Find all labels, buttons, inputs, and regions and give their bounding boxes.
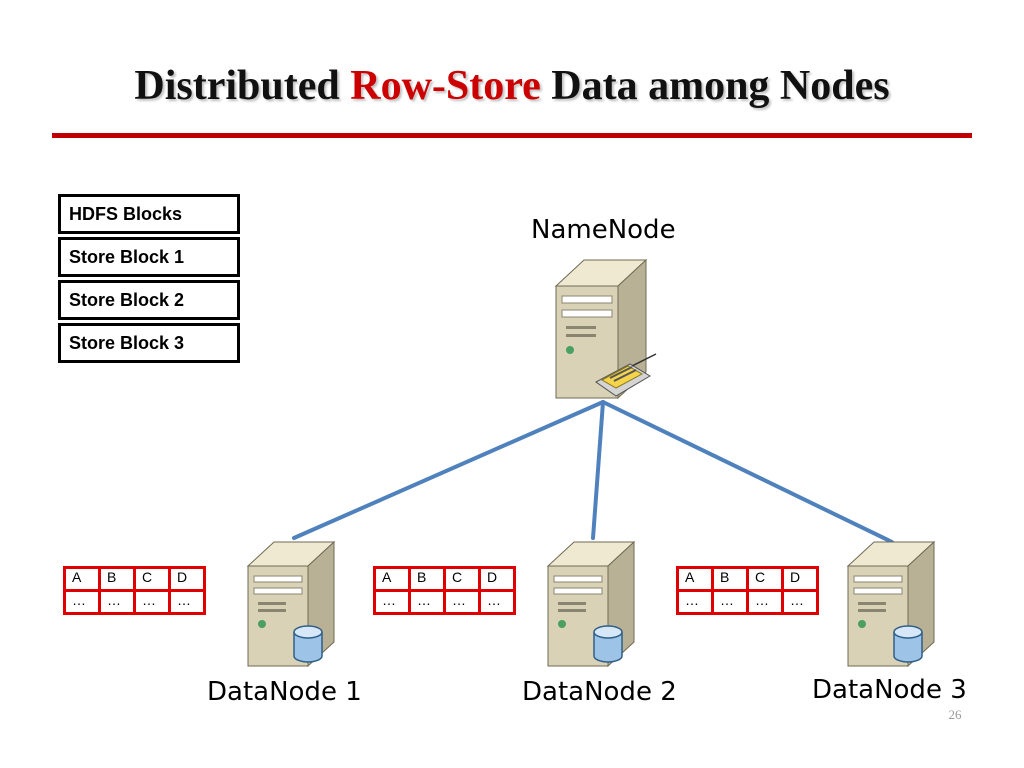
- title-suffix: Data among Nodes: [540, 63, 890, 109]
- table-cell: …: [133, 589, 171, 615]
- database-icon: [293, 625, 323, 663]
- table-cell: …: [443, 589, 481, 615]
- database-icon: [593, 625, 623, 663]
- table-header-cell: A: [676, 566, 714, 592]
- table-header-cell: B: [98, 566, 136, 592]
- table-cell: …: [408, 589, 446, 615]
- table-cell: …: [98, 589, 136, 615]
- table-cell: …: [781, 589, 819, 615]
- datanode-3-label: DataNode 3: [812, 675, 967, 705]
- datanode-1-row-table: A B C D … … … …: [63, 566, 206, 615]
- namenode-server-icon: [554, 258, 657, 400]
- table-cell: …: [168, 589, 206, 615]
- table-cell: …: [373, 589, 411, 615]
- link-namenode-datanode-2: [591, 400, 605, 540]
- table-row: … … … …: [373, 589, 516, 615]
- table-header-cell: D: [168, 566, 206, 592]
- table-header-cell: A: [63, 566, 101, 592]
- database-icon: [893, 625, 923, 663]
- table-cell: …: [63, 589, 101, 615]
- table-row: … … … …: [63, 589, 206, 615]
- table-header-row: A B C D: [63, 566, 206, 592]
- legend-item-store-block-2: Store Block 2: [58, 280, 240, 320]
- datanode-1-server-icon: [246, 540, 336, 668]
- scanner-icon: [595, 353, 657, 397]
- table-cell: …: [478, 589, 516, 615]
- table-header-cell: C: [746, 566, 784, 592]
- legend-item-store-block-1: Store Block 1: [58, 237, 240, 277]
- link-namenode-datanode-1: [292, 400, 605, 540]
- legend-item-hdfs-blocks: HDFS Blocks: [58, 194, 240, 234]
- table-header-row: A B C D: [676, 566, 819, 592]
- table-header-cell: C: [133, 566, 171, 592]
- title-highlight: Row-Store: [350, 63, 541, 109]
- hdfs-blocks-legend: HDFS Blocks Store Block 1 Store Block 2 …: [58, 194, 240, 366]
- page-number: 26: [948, 707, 962, 722]
- datanode-3-server-icon: [846, 540, 936, 668]
- title-prefix: Distributed: [134, 63, 351, 109]
- datanode-2-row-table: A B C D … … … …: [373, 566, 516, 615]
- table-header-cell: C: [443, 566, 481, 592]
- datanode-1-label: DataNode 1: [207, 677, 362, 707]
- table-header-cell: A: [373, 566, 411, 592]
- table-row: … … … …: [676, 589, 819, 615]
- legend-item-store-block-3: Store Block 3: [58, 323, 240, 363]
- table-header-cell: B: [408, 566, 446, 592]
- table-header-row: A B C D: [373, 566, 516, 592]
- table-cell: …: [746, 589, 784, 615]
- table-header-cell: B: [711, 566, 749, 592]
- link-namenode-datanode-3: [601, 400, 894, 544]
- slide-title: Distributed Row-Store Data among Nodes: [0, 62, 1024, 110]
- title-divider: [52, 133, 972, 138]
- table-header-cell: D: [781, 566, 819, 592]
- table-header-cell: D: [478, 566, 516, 592]
- datanode-2-label: DataNode 2: [522, 677, 677, 707]
- table-cell: …: [711, 589, 749, 615]
- namenode-label: NameNode: [531, 215, 676, 245]
- datanode-3-row-table: A B C D … … … …: [676, 566, 819, 615]
- table-cell: …: [676, 589, 714, 615]
- datanode-2-server-icon: [546, 540, 636, 668]
